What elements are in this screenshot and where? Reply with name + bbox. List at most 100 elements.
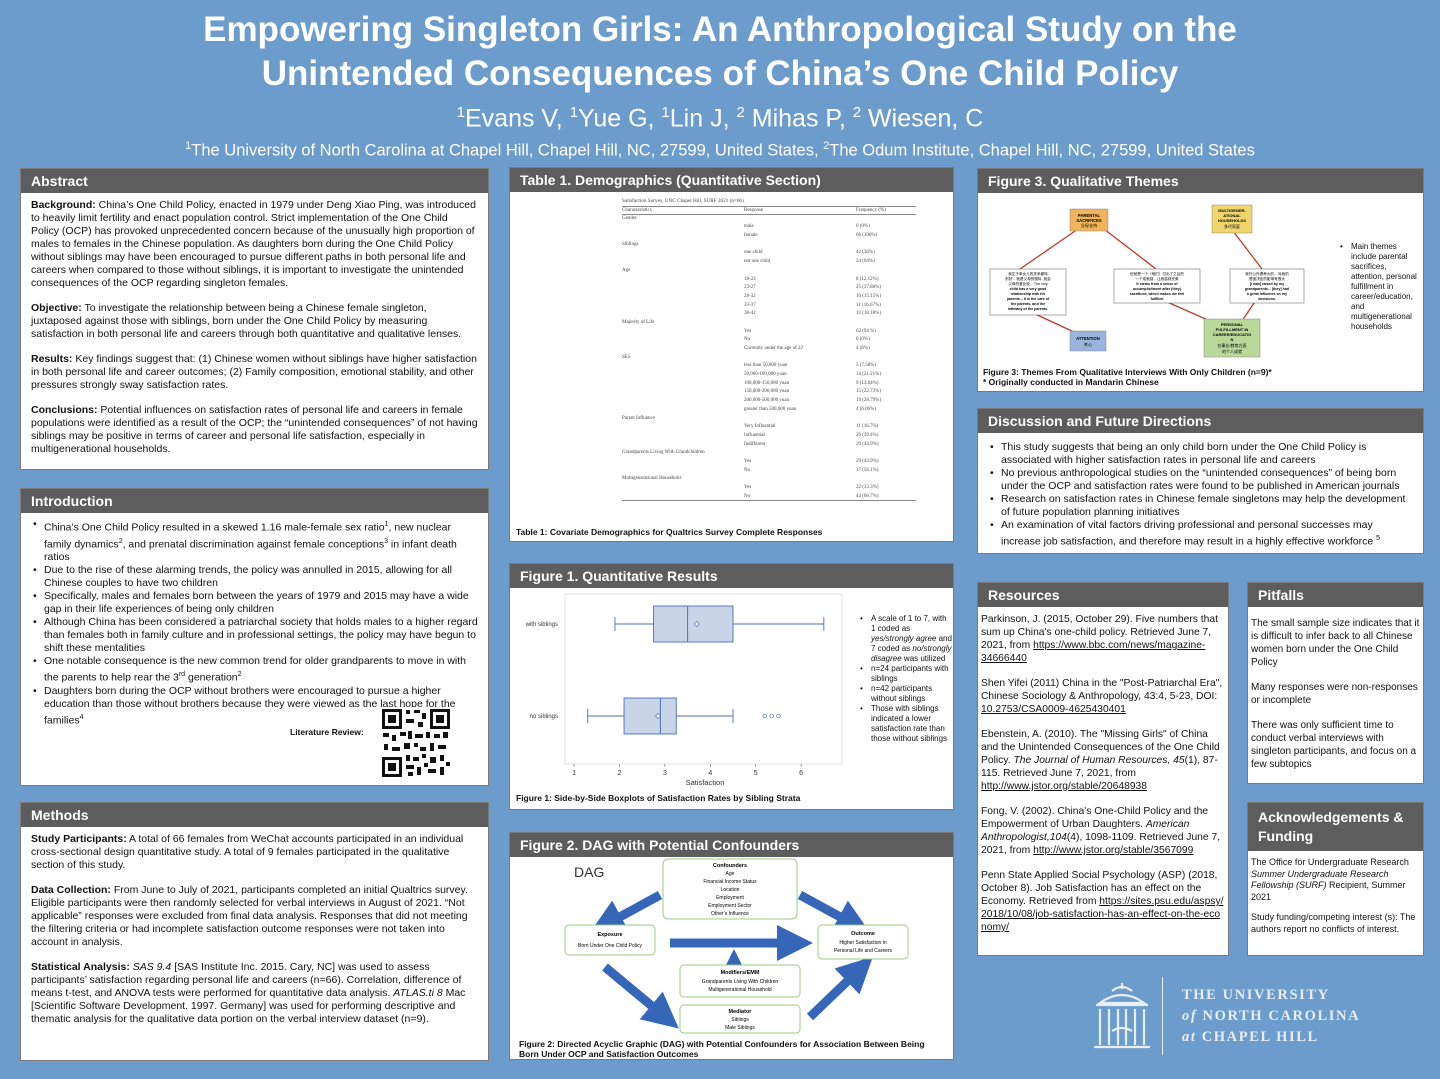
dag-diagram: DAG Confounders Age Financial Income Sta… — [564, 858, 909, 1034]
quote-line: decisions. — [1258, 297, 1276, 301]
reference-link[interactable]: 10.2753/CSA0009-4625430401 — [981, 704, 1126, 715]
text: From June to July of 2021, participants … — [31, 884, 468, 948]
arrow-mediator-outcome — [806, 956, 873, 1021]
outcome-node: Outcome Higher Satisfaction in Personal … — [817, 924, 909, 960]
text: CHAPEL HILL — [1196, 1029, 1319, 1045]
reference-link[interactable]: http://www.jstor.org/stable/3567099 — [1033, 845, 1194, 856]
text: Ebenstein, A. (2010). The "Missing Girls… — [981, 729, 1220, 766]
abstract-body: Background: China’s One Child Policy, en… — [21, 193, 488, 474]
column-header: Characteristics — [622, 208, 652, 213]
list-item: Daughters born during the OCP without br… — [31, 685, 478, 728]
y-category-label: with siblings — [525, 622, 558, 628]
table-cell: Gender — [622, 215, 637, 221]
pitfalls-panel: Pitfalls The small sample size indicates… — [1247, 582, 1424, 784]
affiliations: 1The University of North Carolina at Cha… — [0, 135, 1440, 162]
quote-line: sacrificed, which makes me feel — [1130, 292, 1185, 296]
table-cell — [622, 371, 744, 380]
abstract-background: Background: China’s One Child Policy, en… — [31, 199, 478, 290]
quote-line: 别好... 就是父母的照料, 就会 — [1005, 276, 1051, 281]
table-cell: female — [744, 233, 758, 239]
text: Daughters born during the OCP without br… — [44, 684, 456, 727]
table-cell: Currently under the age of 22 — [744, 346, 804, 351]
quote-line: intimacy of the parents. — [1008, 307, 1048, 311]
text: Potential influences on satisfaction rat… — [31, 404, 478, 455]
text: [SAS Institute Inc. 2015. Cary, NC] was … — [31, 961, 462, 999]
text: SAS 9.4 — [129, 961, 172, 973]
connector — [1103, 228, 1157, 270]
discussion-panel: Discussion and Future Directions This st… — [977, 408, 1424, 554]
label: Data Collection: — [31, 884, 111, 896]
list-item: No previous anthropological studies on t… — [988, 467, 1413, 493]
wordmark-line: THE UNIVERSITY — [1182, 987, 1330, 1003]
node-label: CAREER/EDUCATIO — [1213, 332, 1252, 337]
abstract-panel: Abstract Background: China’s One Child P… — [20, 168, 489, 470]
conflict-statement: Study funding/competing interest (s): Th… — [1251, 912, 1416, 934]
list-item: This study suggests that being an only c… — [988, 441, 1413, 467]
table-cell: 19 (28.79%) — [856, 398, 881, 404]
text: no/strongly disagree — [871, 644, 952, 663]
list-item: Due to the rise of these alarming trends… — [31, 564, 478, 590]
text: A scale of 1 to 7, with 1 coded as — [871, 614, 947, 633]
table-row: Grandparents Living With Grandchildren — [622, 449, 916, 458]
text: generation — [185, 671, 238, 684]
methods-panel: Methods Study Participants: A total of 6… — [20, 802, 489, 1061]
quote-line: relationship with his — [1011, 292, 1046, 296]
acknowledgements-body: The Office for Undergraduate Research Su… — [1248, 851, 1423, 953]
table-cell — [622, 232, 744, 241]
table-cell: No — [744, 337, 751, 343]
node-item: Born Under One Child Policy — [578, 943, 642, 949]
text: yes/strongly agree — [871, 634, 937, 643]
table-cell: 42 (36%) — [856, 250, 875, 256]
quote-line: 父母的爱比较... The only — [1008, 281, 1048, 286]
table-cell — [622, 302, 744, 311]
box — [653, 605, 734, 643]
table-cell: 22 (33.3%) — [856, 485, 879, 490]
author: Yue G, — [578, 104, 662, 133]
arrow-exposure-mediator — [602, 963, 679, 1029]
text: Shen Yifei (2011) China in the "Post-Pat… — [981, 678, 1223, 702]
table-cell: male — [744, 224, 754, 230]
qr-code-icon[interactable] — [380, 707, 452, 779]
text: of — [1182, 1008, 1198, 1024]
table-cell: No — [744, 493, 751, 499]
abstract-results: Results: Key findings suggest that: (1) … — [31, 353, 478, 392]
pitfall-item: There was only sufficient time to conduc… — [1251, 720, 1417, 770]
logo-divider — [1162, 977, 1163, 1055]
table-cell: Influential — [744, 432, 765, 438]
text: , new nuclear family dynamics — [44, 521, 451, 551]
quote-line: It stems from a sense of — [1136, 282, 1178, 286]
quote-line: 我生于单女儿的关系都特 — [1008, 271, 1048, 276]
table-cell: 29 (43.9%) — [856, 458, 879, 464]
text: Parkinson, J. (2015, October 29). Five n… — [981, 614, 1218, 651]
figure3-caption-note: * Originally conducted in Mandarin Chine… — [983, 377, 1159, 387]
quote-box-2: 但就是一个（他们）付出了之后的 一个成就感，让我感到完美 It stems fr… — [1113, 268, 1201, 304]
box — [623, 697, 677, 735]
outlier-point — [762, 713, 767, 719]
author: Wiesen, C — [861, 104, 984, 133]
figure3-caption: Figure 3: Themes From Qualitative Interv… — [983, 367, 1272, 377]
reference-link[interactable]: https://sites.psu.edu/aspsy/2018/10/08/j… — [981, 896, 1224, 933]
reference-link[interactable]: http://www.jstor.org/stable/20648938 — [981, 781, 1147, 792]
reference-link[interactable]: https://www.bbc.com/news/magazine-346664… — [981, 640, 1206, 664]
node-title: Outcome — [851, 931, 875, 937]
table-cell — [622, 249, 744, 258]
label: Conclusions: — [31, 404, 98, 416]
table-row: Majority of Life — [622, 319, 916, 328]
table-row: Parent Influence — [622, 415, 916, 424]
affil-sup: 2 — [823, 140, 830, 153]
text: ATLAS.ti 8 — [393, 987, 443, 999]
table-cell — [744, 354, 856, 363]
wordmark-line: at CHAPEL HILL — [1182, 1027, 1360, 1048]
table-cell: 11 (16.67%) — [856, 302, 881, 308]
table-cell: 8 (12.12%) — [856, 276, 879, 282]
text: China’s One Child Policy, enacted in 197… — [31, 199, 476, 289]
quote-line: the parents, and the — [1011, 302, 1045, 306]
